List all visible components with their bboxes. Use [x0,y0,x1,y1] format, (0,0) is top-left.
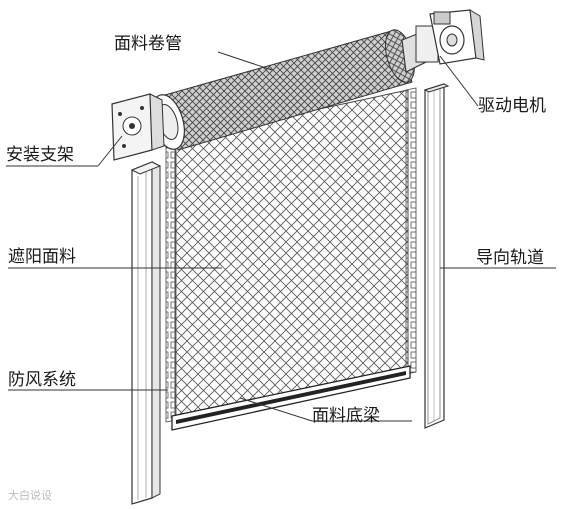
right-guide-rail [423,83,450,429]
left-guide-rail [130,161,162,505]
label-bottom-bar: 面料底梁 [312,406,380,426]
drive-motor [401,9,485,73]
leader-lines [6,51,556,422]
label-windproof-system: 防风系统 [8,370,76,390]
left-bracket [111,93,165,161]
label-guide-rail: 导向轨道 [476,248,544,268]
label-roller-tube: 面料卷管 [114,34,182,54]
label-drive-motor: 驱动电机 [478,96,546,116]
watermark: 大白说设 [8,489,52,502]
label-shade-fabric: 遮阳面料 [8,247,76,267]
label-bracket: 安装支架 [6,145,74,165]
bottom-bar [171,365,411,431]
